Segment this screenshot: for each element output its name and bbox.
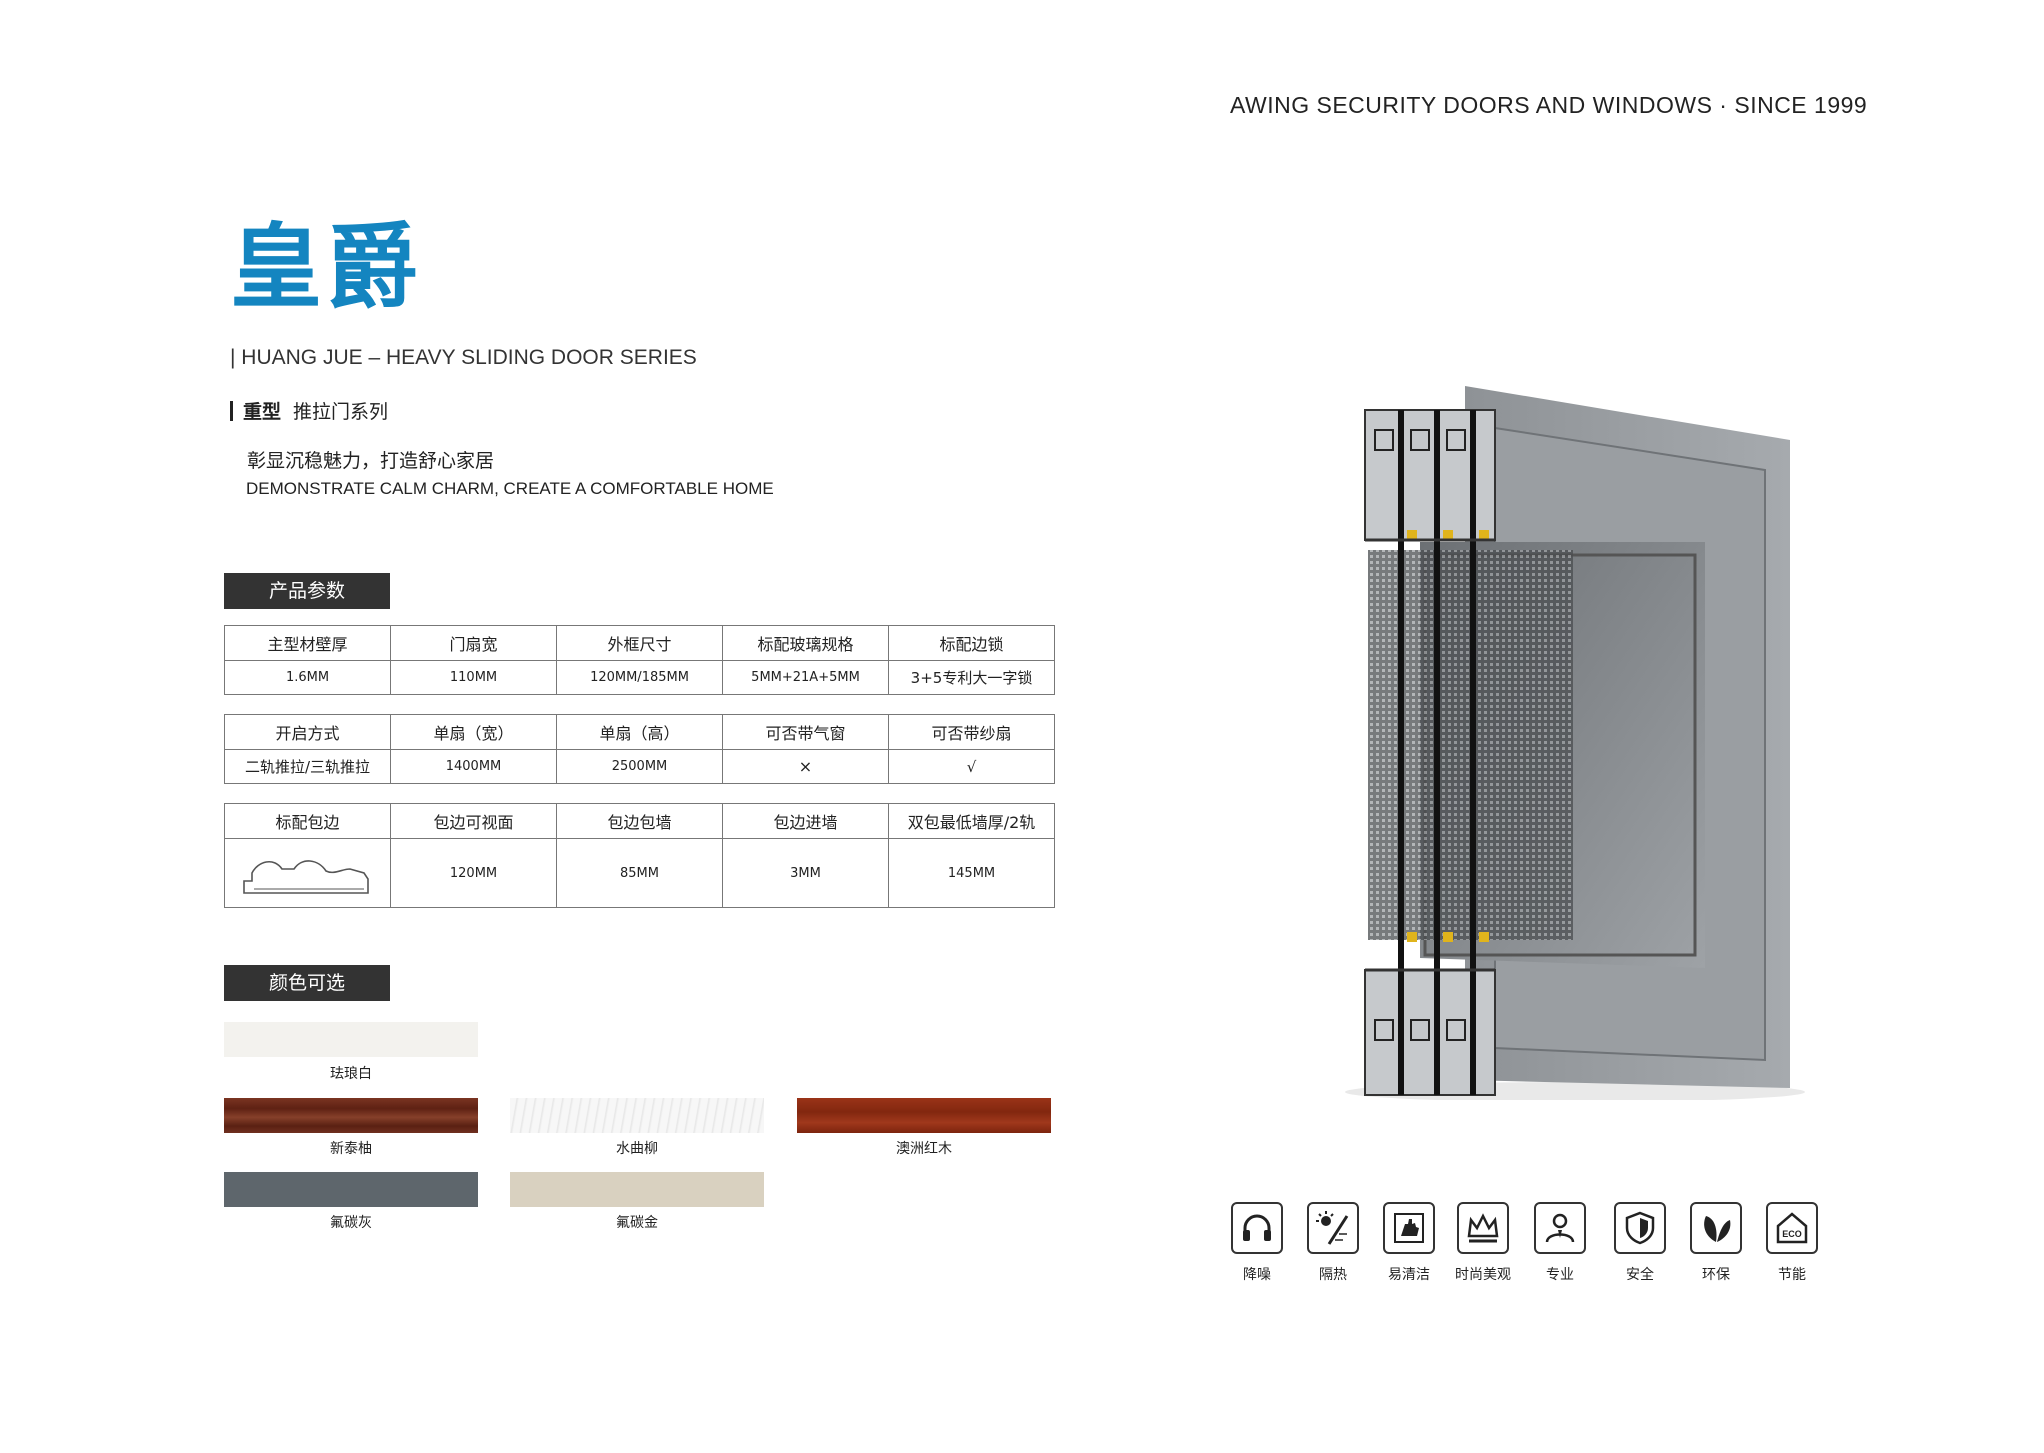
swatch-label: 氟碳灰 <box>330 1215 372 1231</box>
params-section-title: 产品参数 <box>224 573 390 609</box>
table-header: 主型材壁厚 <box>224 625 391 661</box>
feature-label: 时尚美观 <box>1455 1267 1511 1283</box>
table-cell: √ <box>888 749 1055 784</box>
feature-label: 易清洁 <box>1388 1267 1430 1283</box>
feature-easy-clean: 易清洁 <box>1381 1202 1437 1284</box>
feature-fashion: 时尚美观 <box>1455 1202 1511 1284</box>
feature-label: 专业 <box>1546 1267 1574 1283</box>
feature-label: 隔热 <box>1319 1267 1347 1283</box>
series-strong: 重型 <box>243 401 282 423</box>
swatch-label: 澳洲红木 <box>896 1141 952 1157</box>
table-cell: 5MM+21A+5MM <box>722 660 889 695</box>
table-header: 开启方式 <box>224 714 391 750</box>
swatch-teak <box>224 1098 478 1133</box>
eco-text: ECO <box>1782 1229 1802 1239</box>
table-header: 可否带气窗 <box>722 714 889 750</box>
trim-profile-drawing <box>224 838 391 908</box>
table-header: 标配包边 <box>224 803 391 839</box>
feature-safety: 安全 <box>1612 1202 1668 1284</box>
table-header: 包边进墙 <box>722 803 889 839</box>
series-rest: 推拉门系列 <box>293 401 389 423</box>
table-header: 单扇（宽） <box>390 714 557 750</box>
swatch-label: 新泰柚 <box>330 1141 372 1157</box>
feature-eco: 环保 <box>1688 1202 1744 1284</box>
headphones-icon <box>1231 1202 1283 1254</box>
table-header: 包边可视面 <box>390 803 557 839</box>
table-cell: 二轨推拉/三轨推拉 <box>224 749 391 784</box>
hand-wipe-icon <box>1383 1202 1435 1254</box>
swatch-ash-wood <box>510 1098 764 1133</box>
table-cell: 3+5专利大一字锁 <box>888 660 1055 695</box>
table-header: 门扇宽 <box>390 625 557 661</box>
table-cell: × <box>722 749 889 784</box>
feature-noise-reduction: 降噪 <box>1229 1202 1285 1284</box>
swatch-enamel-white <box>224 1022 478 1057</box>
table-header: 包边包墙 <box>556 803 723 839</box>
trim-profile-icon <box>242 860 369 894</box>
spec-table-2: 开启方式 单扇（宽） 单扇（高） 可否带气窗 可否带纱扇 二轨推拉/三轨推拉 1… <box>224 714 1055 784</box>
table-cell: 110MM <box>390 660 557 695</box>
swatch-label: 珐琅白 <box>330 1066 372 1082</box>
series-bar <box>230 401 233 421</box>
table-header: 标配玻璃规格 <box>722 625 889 661</box>
leaf-icon <box>1690 1202 1742 1254</box>
swatch-fluorocarbon-gold <box>510 1172 764 1207</box>
professional-person-icon <box>1534 1202 1586 1254</box>
table-cell: 120MM/185MM <box>556 660 723 695</box>
table-cell: 120MM <box>390 838 557 908</box>
table-cell: 85MM <box>556 838 723 908</box>
slogan-cn: 彰显沉稳魅力，打造舒心家居 <box>247 450 495 472</box>
table-header: 可否带纱扇 <box>888 714 1055 750</box>
feature-heat-insulation: 隔热 <box>1305 1202 1361 1284</box>
swatch-label: 水曲柳 <box>616 1141 658 1157</box>
series-line: 重型推拉门系列 <box>230 397 388 424</box>
sun-heat-icon <box>1307 1202 1359 1254</box>
product-title-en: | HUANG JUE – HEAVY SLIDING DOOR SERIES <box>230 346 697 369</box>
feature-label: 环保 <box>1702 1267 1730 1283</box>
feature-label: 节能 <box>1778 1267 1806 1283</box>
door-profile-image <box>1345 386 1805 1100</box>
spec-table-3: 标配包边 包边可视面 包边包墙 包边进墙 双包最低墙厚/2轨 120MM 85M… <box>224 803 1055 908</box>
shield-icon <box>1614 1202 1666 1254</box>
feature-energy-saving: ECO 节能 <box>1764 1202 1820 1284</box>
swatch-fluorocarbon-gray <box>224 1172 478 1207</box>
feature-label: 安全 <box>1626 1267 1654 1283</box>
table-cell: 1.6MM <box>224 660 391 695</box>
product-title-cn: 皇爵 <box>230 214 423 321</box>
feature-label: 降噪 <box>1243 1267 1271 1283</box>
slogan-en: DEMONSTRATE CALM CHARM, CREATE A COMFORT… <box>246 479 774 498</box>
eco-house-icon: ECO <box>1766 1202 1818 1254</box>
table-cell: 145MM <box>888 838 1055 908</box>
colors-section-title: 颜色可选 <box>224 965 390 1001</box>
brand-tagline: AWING SECURITY DOORS AND WINDOWS · SINCE… <box>1230 92 1868 118</box>
spec-table-1: 主型材壁厚 门扇宽 外框尺寸 标配玻璃规格 标配边锁 1.6MM 110MM 1… <box>224 625 1055 695</box>
table-header: 标配边锁 <box>888 625 1055 661</box>
table-header: 双包最低墙厚/2轨 <box>888 803 1055 839</box>
table-header: 单扇（高） <box>556 714 723 750</box>
crown-icon <box>1457 1202 1509 1254</box>
table-header: 外框尺寸 <box>556 625 723 661</box>
feature-professional: 专业 <box>1532 1202 1588 1284</box>
table-cell: 3MM <box>722 838 889 908</box>
table-cell: 1400MM <box>390 749 557 784</box>
table-cell: 2500MM <box>556 749 723 784</box>
swatch-label: 氟碳金 <box>616 1215 658 1231</box>
swatch-australian-redwood <box>797 1098 1051 1133</box>
